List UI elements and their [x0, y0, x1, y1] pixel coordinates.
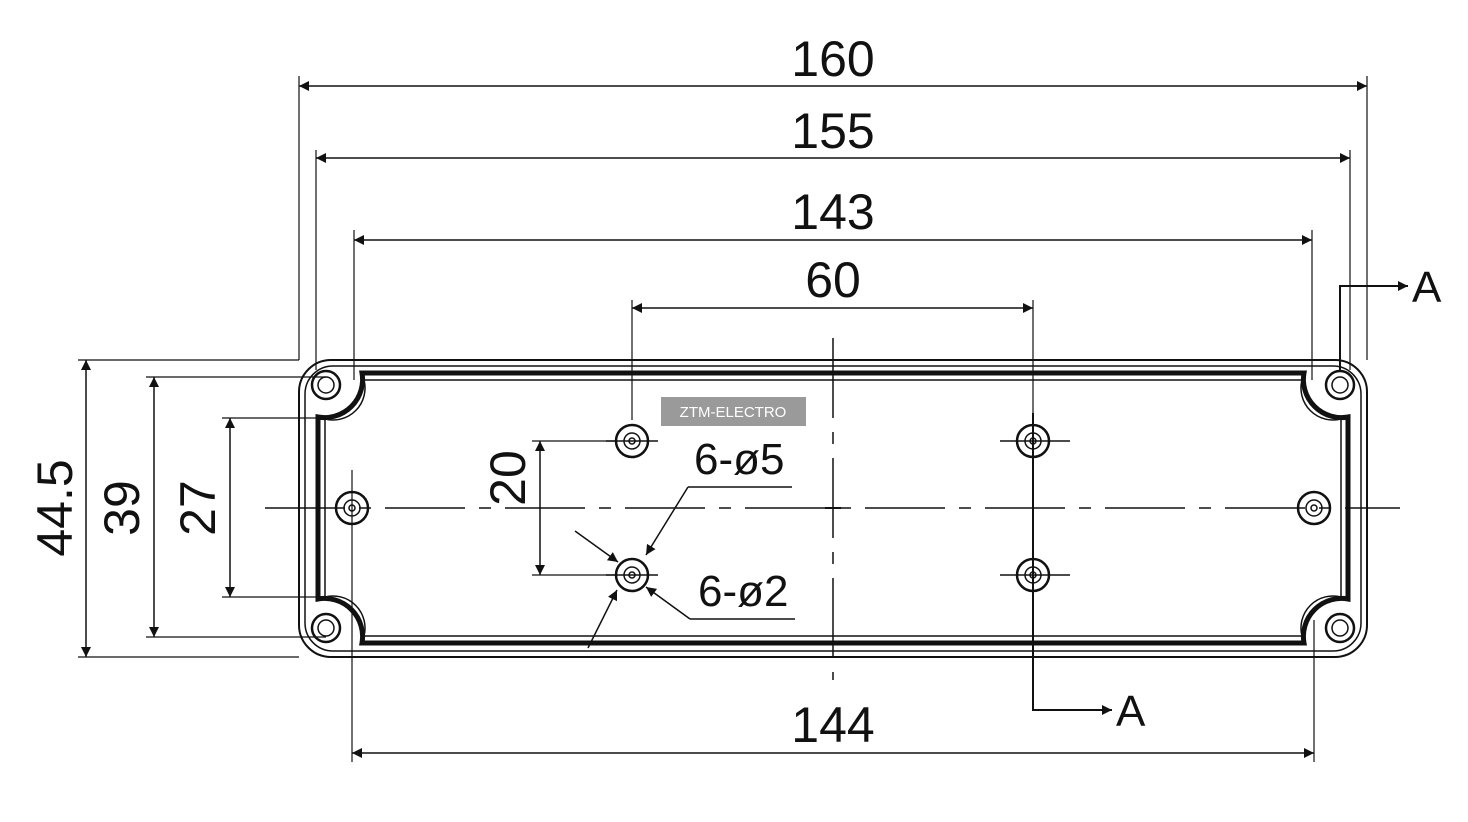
dim-hole-spacing-y: 20 [480, 450, 536, 506]
corner-hole-bottom-right [1324, 612, 1356, 644]
gasket-groove [315, 370, 1351, 646]
dim-inner-width: 143 [791, 184, 874, 240]
dim-hole-spacing-x: 60 [805, 252, 861, 308]
hole-note-large: 6-ø5 [694, 435, 784, 484]
corner-hole-bottom-left [310, 612, 342, 644]
hole-note-small: 6-ø2 [698, 567, 788, 616]
corner-hole-top-left [310, 369, 342, 401]
mount-hole-4 [1000, 557, 1070, 593]
hole-note-leaders [574, 486, 795, 649]
center-lines [265, 338, 1400, 680]
holes [310, 369, 1356, 644]
mount-hole-3 [1000, 423, 1070, 459]
section-marker-bottom: A [1116, 687, 1146, 736]
dim-inner-height: 27 [170, 480, 226, 536]
dim-outer-width: 155 [791, 103, 874, 159]
section-line-a [1032, 281, 1408, 715]
watermark: ZTM-ELECTRO [661, 397, 806, 426]
dim-outer-height: 39 [94, 480, 150, 536]
dim-overall-height: 44.5 [27, 459, 83, 556]
dim-bottom-width: 144 [791, 697, 874, 753]
watermark-text: ZTM-ELECTRO [680, 404, 787, 421]
section-marker-top: A [1412, 263, 1442, 312]
side-hole-right [1296, 490, 1332, 526]
dim-overall-width: 160 [791, 31, 874, 87]
corner-hole-top-right [1324, 369, 1356, 401]
extension-lines [78, 76, 1368, 762]
